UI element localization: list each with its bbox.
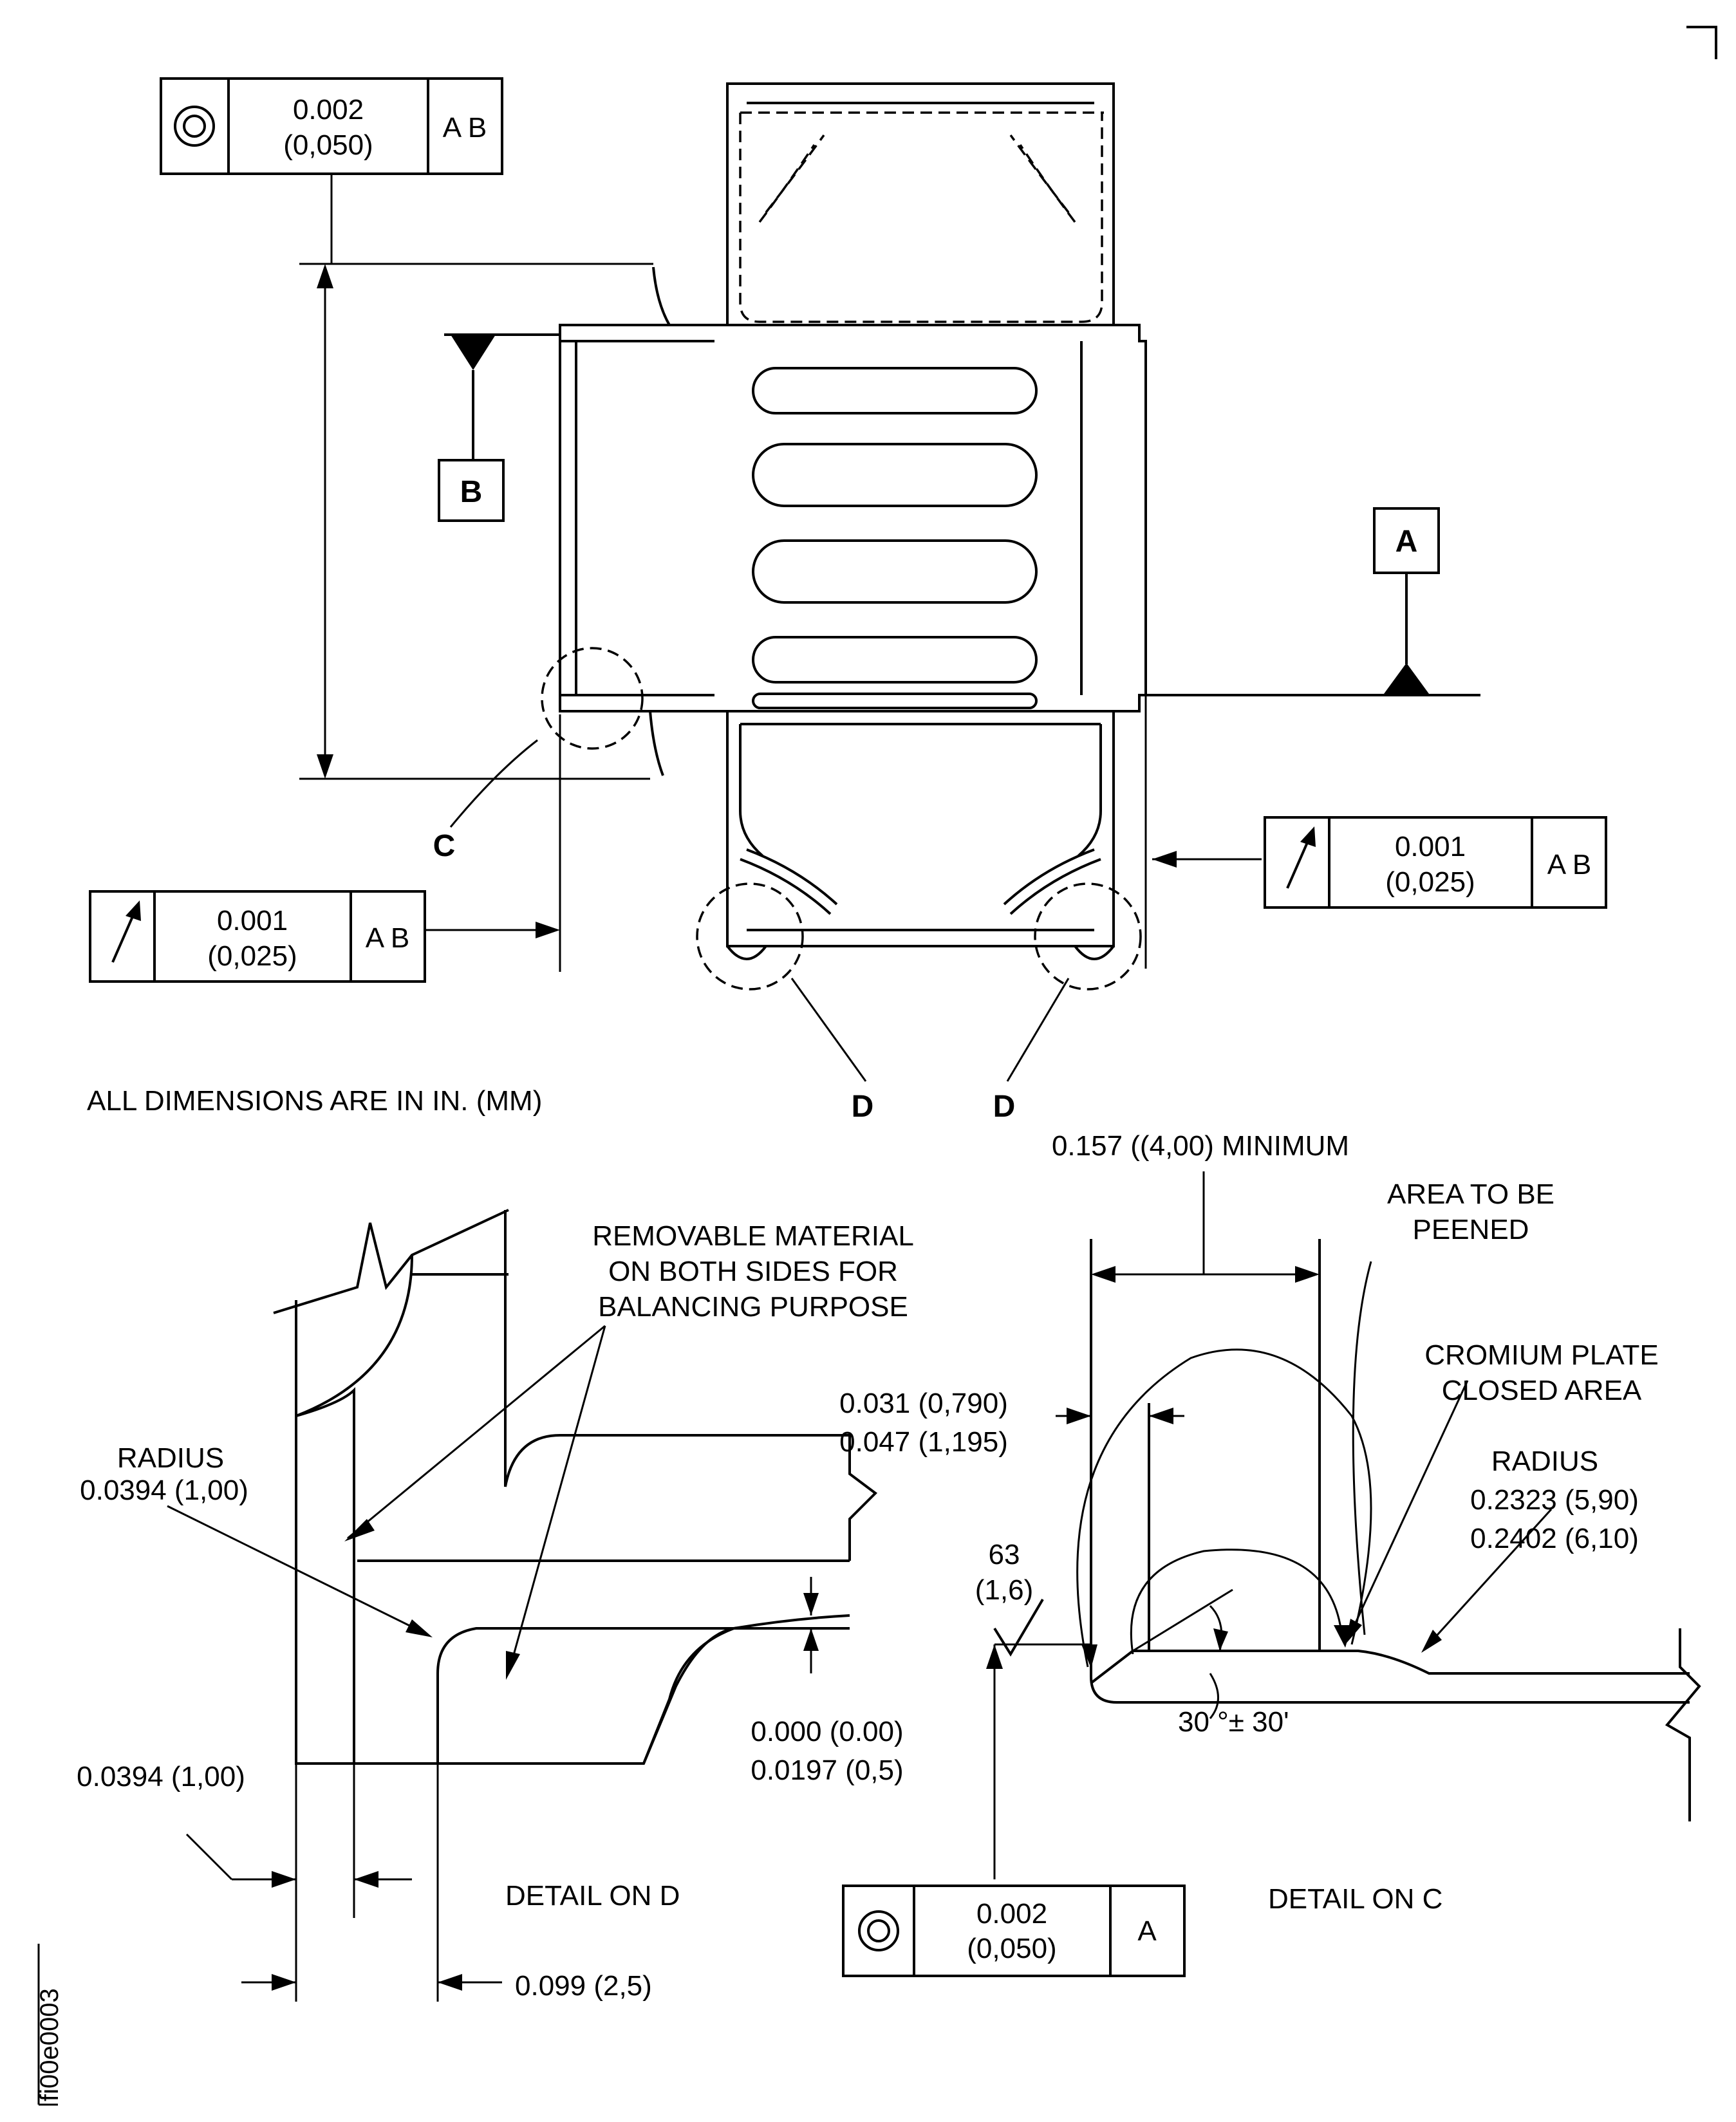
slot-5 bbox=[752, 693, 1038, 709]
detail-c: 0.157 ((4,00) MINIMUM AREA TO BE PEENED … bbox=[839, 1130, 1701, 1915]
slot-2 bbox=[752, 443, 1038, 507]
svg-text:(1,6): (1,6) bbox=[975, 1574, 1033, 1606]
detail-circle-c bbox=[541, 647, 644, 750]
detail-circle-d-left bbox=[696, 882, 804, 991]
frame-runout-left: 0.001 (0,025) A B bbox=[89, 890, 426, 983]
corner-mark bbox=[1686, 26, 1717, 59]
svg-text:(0,025): (0,025) bbox=[1385, 866, 1475, 898]
detail-d-title: DETAIL ON D bbox=[505, 1880, 680, 1912]
svg-text:0.157 ((4,00) MINIMUM: 0.157 ((4,00) MINIMUM bbox=[1052, 1130, 1349, 1162]
svg-text:0.0394 (1,00): 0.0394 (1,00) bbox=[80, 1475, 248, 1506]
svg-text:0.0394 (1,00): 0.0394 (1,00) bbox=[77, 1761, 245, 1792]
svg-text:CLOSED AREA: CLOSED AREA bbox=[1442, 1375, 1642, 1406]
frame-concentricity-top: 0.002 (0,050) A B bbox=[160, 77, 503, 175]
svg-text:A B: A B bbox=[1547, 849, 1592, 880]
svg-text:0.047 (1,195): 0.047 (1,195) bbox=[839, 1426, 1008, 1458]
callout-d-right: D bbox=[993, 1090, 1016, 1124]
frame-concentricity-bottom: 0.002 (0,050) A bbox=[842, 1885, 1186, 1977]
svg-text:(0,050): (0,050) bbox=[283, 129, 373, 161]
runout-arrow-icon bbox=[1286, 836, 1311, 889]
svg-text:63: 63 bbox=[989, 1539, 1020, 1570]
svg-text:AREA TO BE: AREA TO BE bbox=[1387, 1178, 1554, 1210]
detail-c-title: DETAIL ON C bbox=[1268, 1883, 1442, 1915]
svg-text:ON BOTH SIDES FOR: ON BOTH SIDES FOR bbox=[608, 1256, 898, 1287]
svg-text:0.000 (0.00): 0.000 (0.00) bbox=[751, 1716, 903, 1747]
svg-text:PEENED: PEENED bbox=[1413, 1214, 1529, 1245]
concentricity-icon bbox=[858, 1910, 899, 1951]
svg-text:0.031 (0,790): 0.031 (0,790) bbox=[839, 1388, 1008, 1419]
callout-c: C bbox=[433, 829, 456, 863]
frame-runout-right: 0.001 (0,025) A B bbox=[1264, 816, 1607, 909]
detail-circle-d-right bbox=[1034, 882, 1142, 991]
main-view: A B bbox=[299, 82, 1480, 1082]
units-note: ALL DIMENSIONS ARE IN IN. (MM) bbox=[87, 1085, 542, 1117]
figure-id: fi00e0003 bbox=[35, 1988, 64, 2101]
svg-text:RADIUS: RADIUS bbox=[117, 1442, 224, 1474]
runout-arrow-icon bbox=[111, 910, 136, 963]
svg-text:A B: A B bbox=[443, 112, 487, 144]
svg-text:0.001: 0.001 bbox=[217, 905, 288, 936]
svg-text:0.0197 (0,5): 0.0197 (0,5) bbox=[751, 1754, 903, 1786]
svg-text:BALANCING PURPOSE: BALANCING PURPOSE bbox=[598, 1291, 908, 1323]
svg-text:0.002: 0.002 bbox=[976, 1898, 1047, 1930]
concentricity-icon bbox=[174, 106, 215, 147]
slot-3 bbox=[752, 539, 1038, 604]
svg-text:0.099 (2,5): 0.099 (2,5) bbox=[515, 1970, 652, 2002]
callout-d-left: D bbox=[852, 1090, 874, 1124]
svg-text:0.2323 (5,90): 0.2323 (5,90) bbox=[1470, 1484, 1639, 1516]
svg-text:RADIUS: RADIUS bbox=[1491, 1446, 1598, 1477]
svg-text:(0,025): (0,025) bbox=[207, 940, 297, 972]
detail-d: REMOVABLE MATERIAL ON BOTH SIDES FOR BAL… bbox=[77, 1209, 914, 2002]
finish-check-icon bbox=[993, 1598, 1044, 1657]
svg-text:(0,050): (0,050) bbox=[967, 1933, 1056, 1964]
svg-text:0.2402 (6,10): 0.2402 (6,10) bbox=[1470, 1523, 1639, 1554]
slot-4 bbox=[752, 636, 1038, 684]
svg-text:0.001: 0.001 bbox=[1395, 831, 1466, 862]
datum-b-label: B bbox=[460, 475, 483, 509]
slot-1 bbox=[752, 367, 1038, 414]
svg-text:A B: A B bbox=[366, 922, 410, 954]
svg-text:0.002: 0.002 bbox=[293, 94, 364, 126]
svg-text:REMOVABLE MATERIAL: REMOVABLE MATERIAL bbox=[592, 1220, 914, 1252]
svg-text:A: A bbox=[1137, 1915, 1157, 1947]
svg-text:30 °± 30': 30 °± 30' bbox=[1178, 1706, 1289, 1738]
datum-a-label: A bbox=[1395, 525, 1418, 559]
svg-text:CROMIUM PLATE: CROMIUM PLATE bbox=[1424, 1339, 1658, 1371]
